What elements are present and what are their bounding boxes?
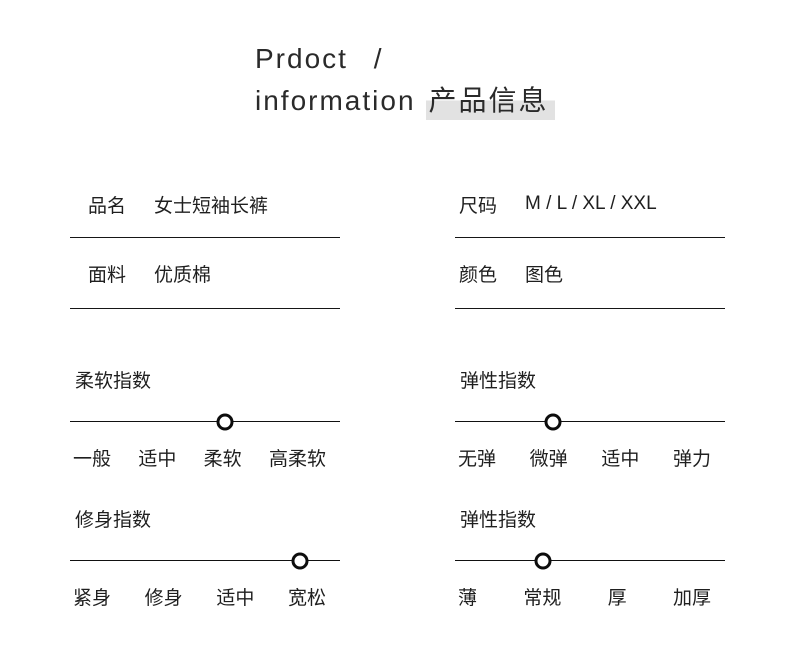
scale-row-elasticity: 无弹 微弹 适中 弹力 (455, 448, 725, 472)
title-english: information (255, 85, 416, 116)
field-value: 图色 (525, 264, 564, 286)
slider-track (455, 560, 725, 561)
scale-item: 高柔软 (268, 449, 326, 470)
slider-track (455, 421, 725, 422)
divider-line (455, 308, 725, 309)
slider-elasticity (455, 413, 725, 431)
slider-title-elasticity: 弹性指数 (460, 371, 537, 392)
scale-item: 修身 (144, 588, 183, 609)
scale-item: 适中 (216, 588, 255, 609)
page-title: Prdoct / information 产品信息 (255, 44, 555, 120)
divider-line (455, 237, 725, 238)
field-value: 女士短袖长裤 (154, 195, 269, 217)
scale-row-softness: 一般 适中 柔软 高柔软 (70, 448, 340, 472)
title-line-2: information 产品信息 (255, 84, 555, 120)
title-chinese-highlight: 产品信息 (425, 84, 555, 120)
info-column-right: 尺码 M / L / XL / XXL 颜色 图色 弹性指数 无弹 微弹 适中 … (455, 190, 725, 611)
slider-title-thickness: 弹性指数 (460, 510, 537, 531)
scale-item: 适中 (138, 449, 177, 470)
field-label: 颜色 (459, 264, 498, 286)
scale-item: 无弹 (458, 449, 497, 470)
scale-item: 微弹 (529, 449, 568, 470)
slider-fit (70, 552, 340, 570)
field-label: 品名 (88, 195, 127, 217)
slider-track (70, 421, 340, 422)
slider-knob (534, 552, 552, 570)
slider-knob (544, 413, 562, 431)
scale-item: 适中 (601, 449, 640, 470)
slider-softness (70, 413, 340, 431)
slider-knob (291, 552, 309, 570)
field-label: 尺码 (459, 195, 498, 217)
field-row-product-name: 品名 女士短袖长裤 (70, 190, 340, 218)
scale-item: 常规 (523, 588, 562, 609)
slider-track (70, 560, 340, 561)
scale-item: 弹力 (672, 449, 711, 470)
info-columns: 品名 女士短袖长裤 面料 优质棉 柔软指数 一般 适中 柔软 高柔软 修身指数 … (70, 190, 725, 611)
divider-line (70, 237, 340, 238)
slider-title-fit: 修身指数 (75, 510, 152, 531)
slider-title-softness: 柔软指数 (75, 371, 152, 392)
scale-row-thickness: 薄 常规 厚 加厚 (455, 587, 725, 611)
scale-item: 紧身 (73, 588, 112, 609)
scale-item: 加厚 (672, 588, 711, 609)
scale-item: 柔软 (203, 449, 242, 470)
field-value: M / L / XL / XXL (525, 193, 657, 214)
field-row-color: 颜色 图色 (455, 259, 725, 287)
slider-knob (216, 413, 234, 431)
slider-thickness (455, 552, 725, 570)
scale-item: 宽松 (287, 588, 326, 609)
scale-row-fit: 紧身 修身 适中 宽松 (70, 587, 340, 611)
scale-item: 厚 (607, 588, 627, 609)
title-line-1: Prdoct / (255, 43, 384, 74)
field-label: 面料 (88, 264, 127, 286)
field-row-fabric: 面料 优质棉 (70, 259, 340, 287)
field-row-size: 尺码 M / L / XL / XXL (455, 190, 725, 218)
scale-item: 一般 (73, 449, 112, 470)
scale-item: 薄 (458, 588, 478, 609)
field-value: 优质棉 (154, 264, 212, 286)
info-column-left: 品名 女士短袖长裤 面料 优质棉 柔软指数 一般 适中 柔软 高柔软 修身指数 … (70, 190, 340, 611)
divider-line (70, 308, 340, 309)
